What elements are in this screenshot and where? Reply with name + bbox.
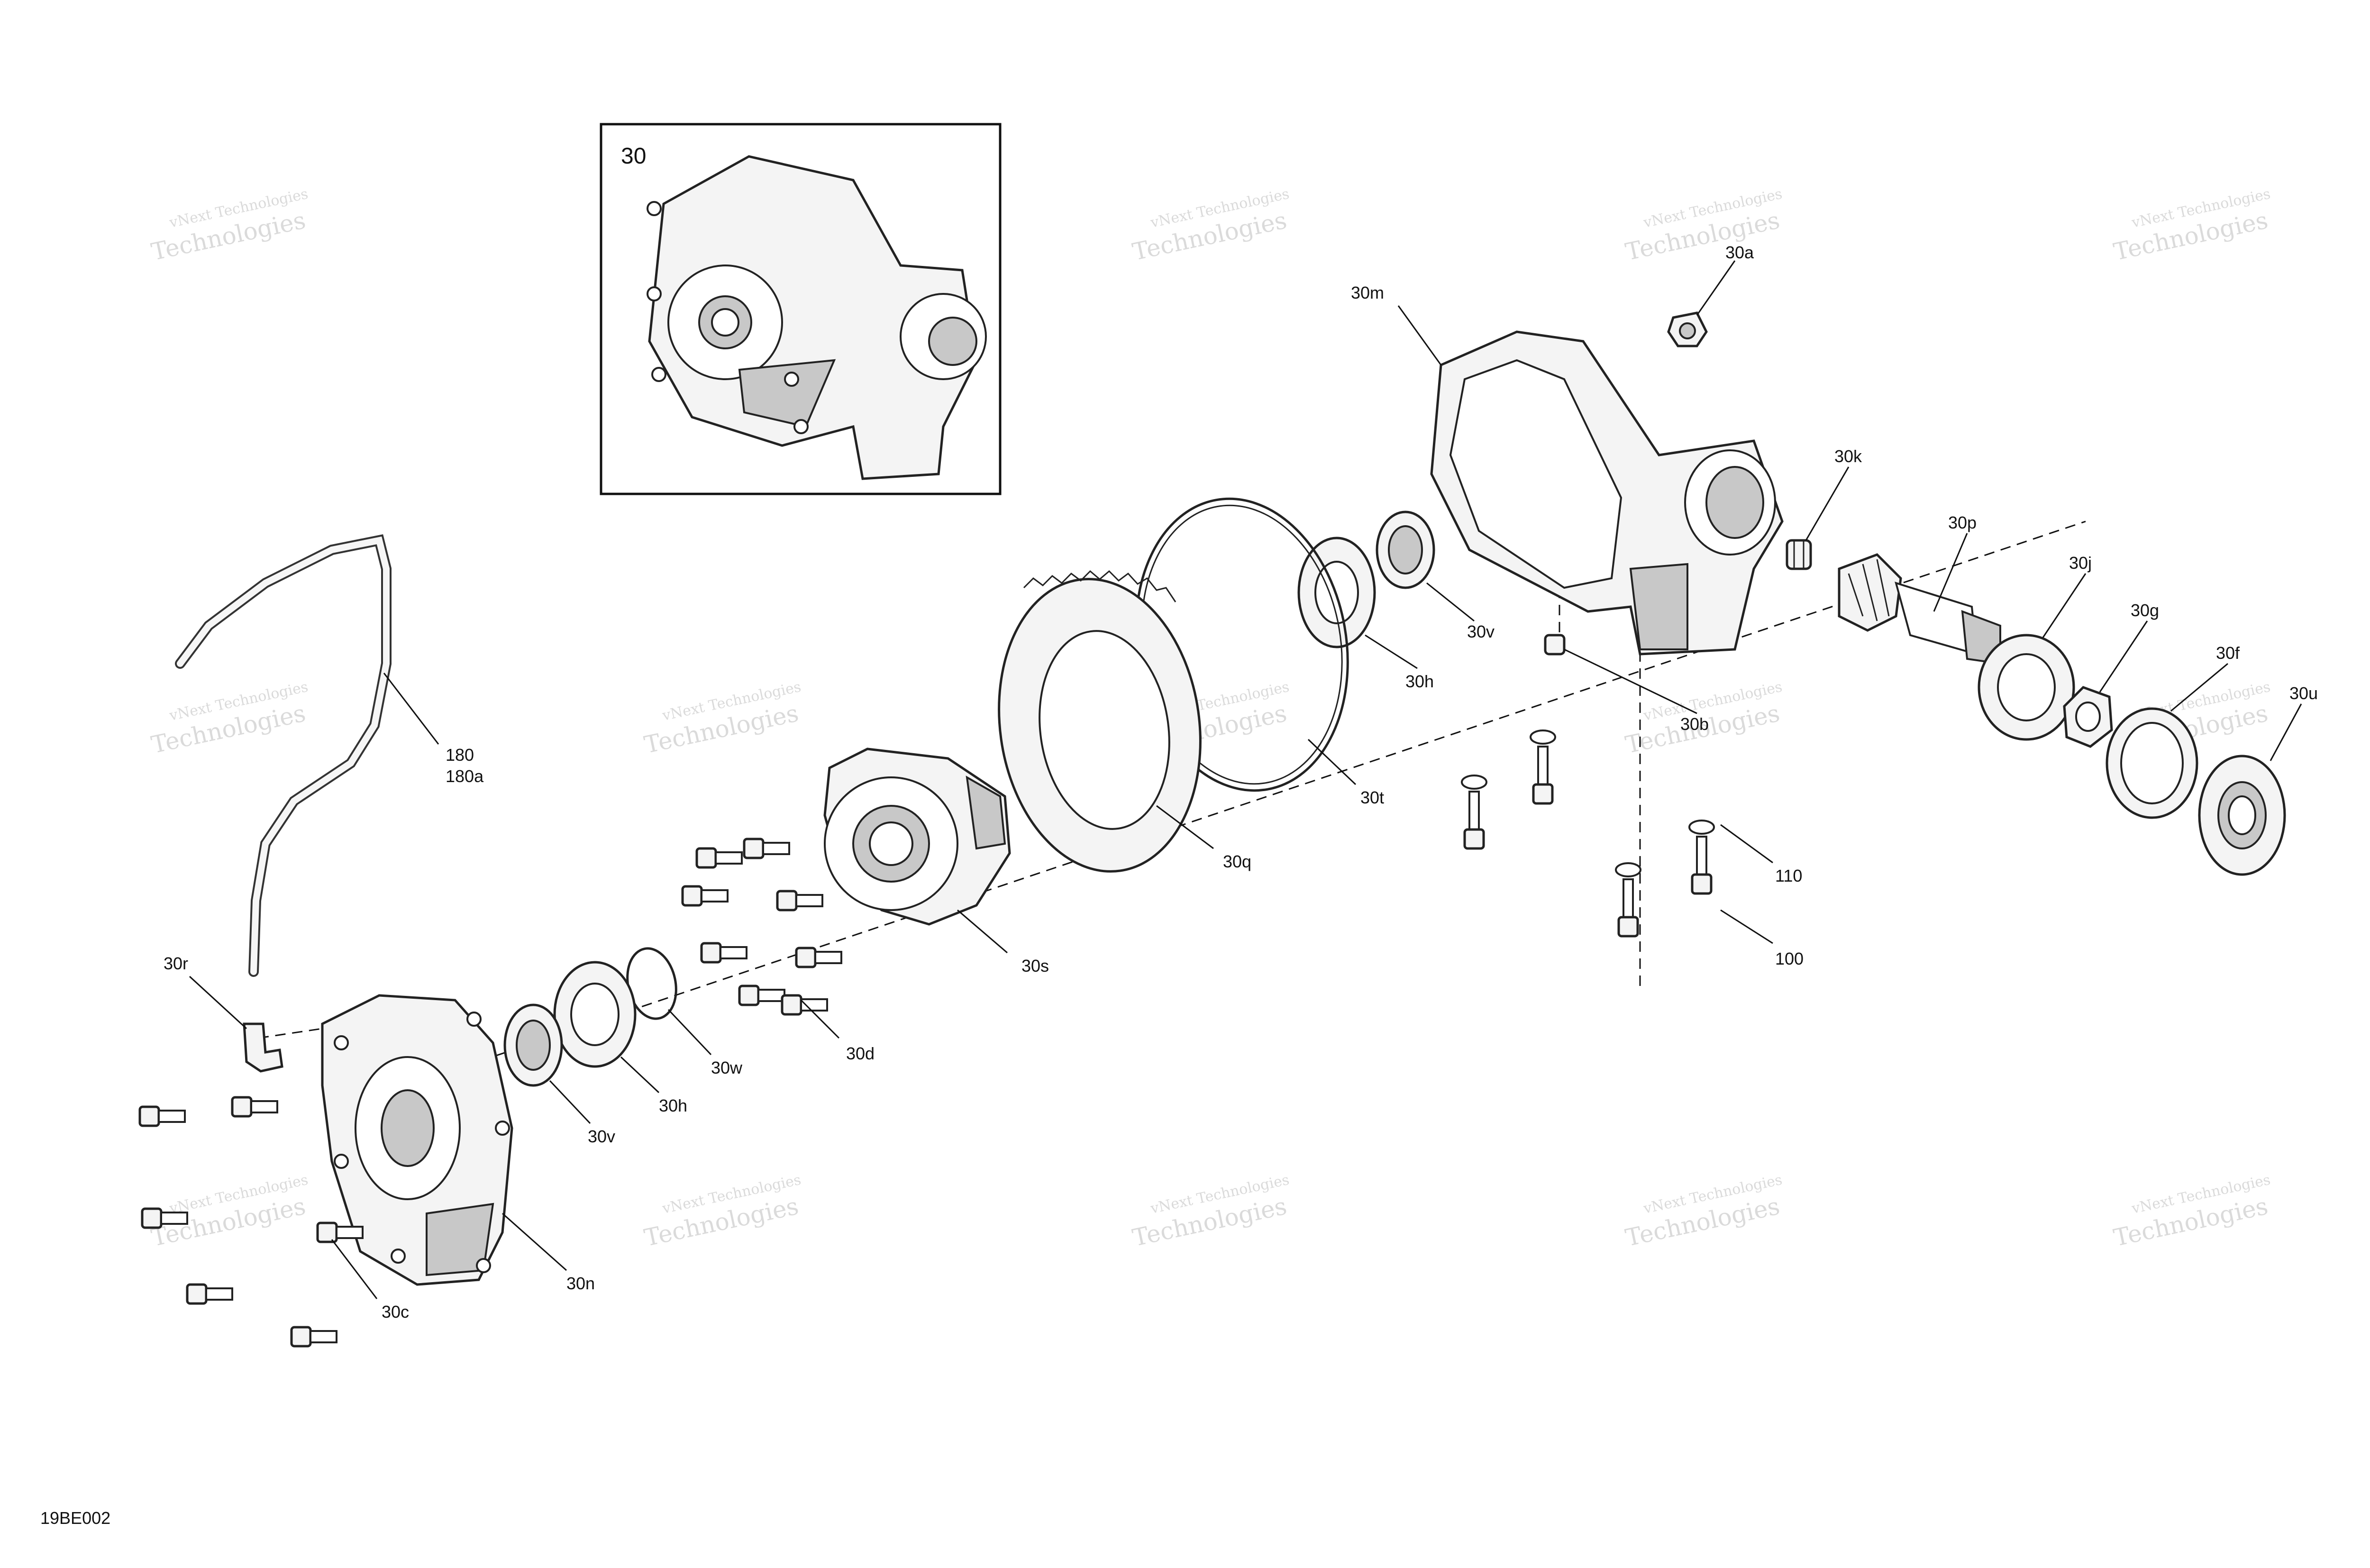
callout-100: 100 <box>1775 949 1804 968</box>
watermark: vNext Technologies Technologies <box>149 186 310 266</box>
bolt <box>1688 820 1715 895</box>
bolt <box>776 890 823 912</box>
seal-30v-bottom <box>503 1003 563 1087</box>
callout-30h-bottom: 30h <box>659 1096 687 1115</box>
bolt <box>681 885 729 907</box>
callout-30j: 30j <box>2069 553 2092 573</box>
differential-30s <box>823 748 1011 926</box>
watermark: vNext Technologies Technologies <box>1623 186 1784 266</box>
bolt <box>1461 775 1487 850</box>
callout-30n: 30n <box>566 1274 595 1293</box>
callout-30k: 30k <box>1834 447 1862 466</box>
watermark: vNext Technologies Technologies <box>1130 186 1291 266</box>
bolts-100 <box>1461 729 1715 938</box>
bolt <box>781 994 828 1016</box>
callout-30t: 30t <box>1360 788 1384 807</box>
bolt <box>316 1222 364 1243</box>
callout-30d: 30d <box>846 1044 875 1063</box>
bolts-30c <box>138 1096 364 1348</box>
drawing-code: 19BE002 <box>40 1508 110 1528</box>
vent-axis <box>258 1028 323 1039</box>
bolts-30d <box>681 838 842 1016</box>
bolt <box>700 942 747 964</box>
bolt <box>231 1096 278 1118</box>
plug-30b <box>1544 634 1566 656</box>
callout-30p: 30p <box>1948 513 1977 532</box>
callout-30v-bottom: 30v <box>588 1127 615 1146</box>
vent-fitting-30r <box>243 1022 283 1073</box>
callout-30f: 30f <box>2216 643 2240 663</box>
watermark: vNext Technologies Technologies <box>2111 1172 2272 1252</box>
inset-label: 30 <box>621 144 646 169</box>
callout-110: 110 <box>1775 866 1802 885</box>
bolt <box>738 985 785 1006</box>
callout-30b: 30b <box>1680 714 1709 734</box>
callout-labels: 30a 30m 30k 30p 30j 30g 30f 30u 30v 30h … <box>164 243 2318 1322</box>
callout-30r: 30r <box>164 954 188 973</box>
callout-30c: 30c <box>382 1302 409 1322</box>
bearing-30h-bottom <box>553 961 637 1068</box>
watermark: vNext Technologies Technologies <box>642 679 802 759</box>
callout-180a: 180a <box>446 766 484 786</box>
callout-180: 180 <box>446 745 474 765</box>
watermark: vNext Technologies Technologies <box>1623 1172 1784 1252</box>
assembly-inset: 30 <box>600 123 1002 495</box>
needle-bearing-30k <box>1786 539 1812 570</box>
bearing-30j <box>1978 634 2075 741</box>
nut-30g <box>2063 686 2113 748</box>
callout-30a: 30a <box>1725 243 1754 262</box>
seal-30u <box>2198 755 2286 876</box>
cover-30n <box>321 994 513 1286</box>
leader-lines <box>189 260 2302 1299</box>
bolt <box>186 1283 233 1305</box>
assembled-differential-housing <box>647 155 987 480</box>
callout-30s: 30s <box>1021 956 1049 975</box>
bolt <box>138 1105 186 1127</box>
retainer-30f <box>2106 707 2198 819</box>
callout-30w: 30w <box>711 1058 743 1077</box>
callout-30h-top: 30h <box>1405 672 1434 691</box>
callout-30m: 30m <box>1351 283 1384 302</box>
bolt <box>695 847 743 869</box>
ring-gear-30q <box>998 570 1202 873</box>
watermark: vNext Technologies Technologies <box>642 1172 802 1252</box>
seal-30v-top <box>1376 511 1435 589</box>
callout-30u: 30u <box>2289 684 2318 703</box>
callout-30g: 30g <box>2131 601 2159 620</box>
bolt <box>290 1326 337 1348</box>
plug-30a <box>1667 311 1708 347</box>
pinion-gear-30p <box>1838 553 2001 665</box>
callout-30q: 30q <box>1223 852 1251 871</box>
vent-hose-180 <box>175 534 392 977</box>
housing-30m <box>1430 330 1784 656</box>
watermark: vNext Technologies Technologies <box>2111 186 2272 266</box>
bolt <box>795 947 842 968</box>
main-assembly-axis <box>350 520 2086 1105</box>
bolt <box>1530 729 1556 805</box>
bolt <box>1615 862 1641 938</box>
callout-30v-top: 30v <box>1467 622 1495 641</box>
watermark: vNext Technologies Technologies <box>149 679 310 759</box>
watermark: vNext Technologies Technologies <box>1130 1172 1291 1252</box>
bolt <box>743 838 790 859</box>
bolt <box>141 1207 188 1229</box>
